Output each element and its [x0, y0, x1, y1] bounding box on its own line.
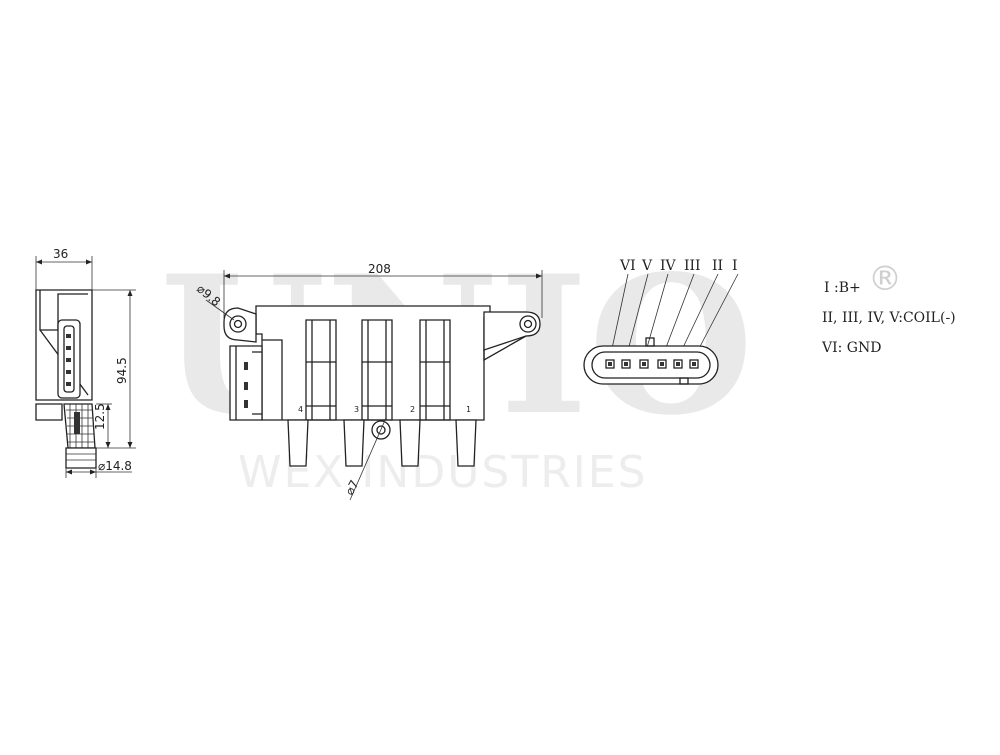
coil-towers: [305, 319, 451, 421]
cylinder-number-4: 4: [298, 405, 303, 414]
dim-side-width: 36: [53, 247, 68, 261]
front-view: 208 4 3 2 1: [194, 262, 543, 501]
side-view: 36 94.5 12.5: [35, 247, 136, 478]
pin-label-1: I: [732, 258, 738, 274]
dim-boot-length: 12.5: [93, 403, 107, 430]
cylinder-number-2: 2: [410, 405, 415, 414]
legend-line-2: II, III, IV, V:COIL(-): [822, 310, 956, 326]
dim-pin-hole: ⌀7: [342, 478, 361, 498]
watermark-registered: ®: [868, 259, 902, 299]
pin-label-6: VI: [619, 258, 636, 274]
cylinder-number-3: 3: [354, 405, 359, 414]
pin-label-3: III: [684, 258, 701, 274]
dim-overall-length: 208: [368, 262, 391, 276]
legend-line-1: I :B+: [824, 280, 861, 296]
dim-boot-diameter: ⌀14.8: [98, 459, 132, 473]
dim-side-height: 94.5: [115, 357, 129, 384]
cylinder-number-1: 1: [466, 405, 471, 414]
legend-line-3: VI: GND: [821, 340, 881, 356]
pin-label-4: IV: [660, 258, 677, 274]
pin-label-5: V: [641, 258, 653, 274]
spark-boots: [287, 419, 477, 467]
pin-label-2: II: [712, 258, 723, 274]
connector-pinout: VI V IV III II I: [583, 258, 739, 385]
pin-legend: I :B+ II, III, IV, V:COIL(-) VI: GND: [821, 280, 956, 356]
